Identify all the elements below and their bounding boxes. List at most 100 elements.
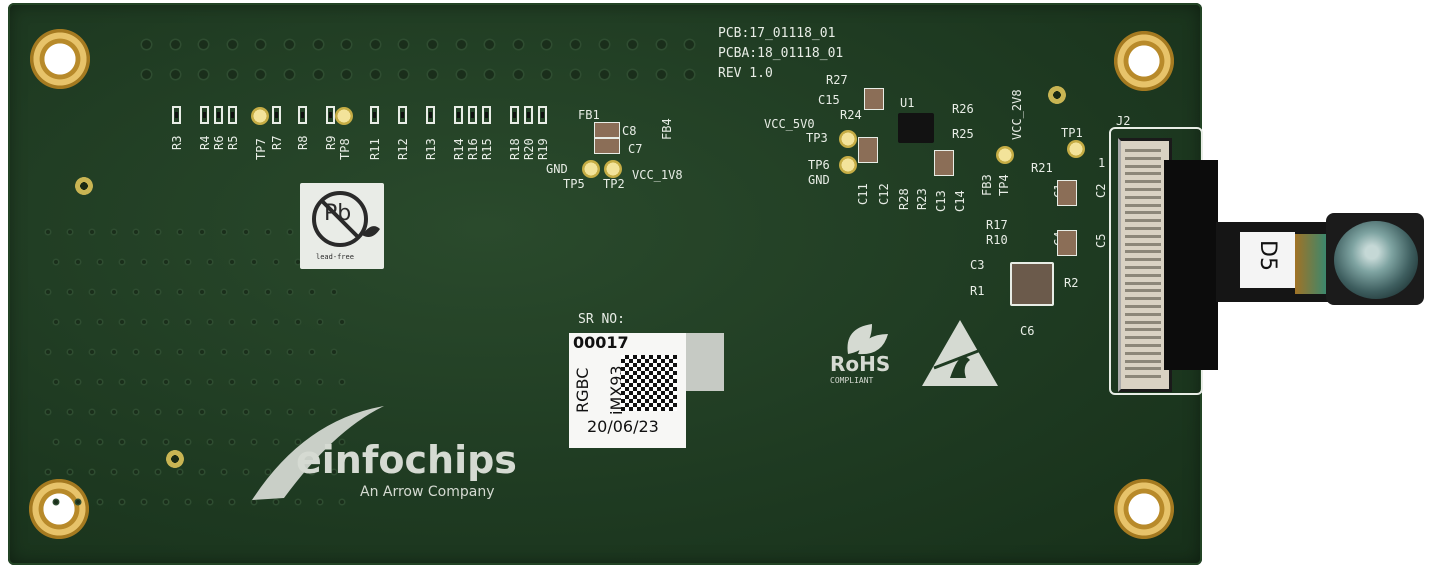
- header-pin: [456, 70, 466, 79]
- header-pin: [428, 70, 437, 79]
- rohs-compliant-text: COMPLIANT: [830, 376, 874, 385]
- via: [208, 380, 212, 384]
- header-pin: [485, 40, 495, 49]
- mounting-hole-top-left: [29, 28, 91, 90]
- connector-pin: [1125, 266, 1161, 269]
- ref-label-c11: C11: [856, 183, 870, 205]
- flex-copper: [1295, 234, 1329, 294]
- ref-label-r19: R19: [536, 138, 550, 160]
- header-pin: [142, 40, 151, 49]
- via: [120, 260, 124, 264]
- test-point-tp4: [996, 146, 1014, 164]
- via: [164, 320, 168, 324]
- ref-label-vcc_1v8: VCC_1V8: [632, 168, 683, 182]
- via: [98, 500, 102, 504]
- via: [200, 350, 204, 354]
- via: [288, 410, 292, 414]
- via: [252, 380, 256, 384]
- ref-label-r14: R14: [452, 138, 466, 160]
- via: [98, 440, 102, 444]
- header-pin: [256, 40, 266, 49]
- via: [340, 500, 344, 504]
- connector-pin: [1125, 234, 1161, 238]
- via: [156, 230, 160, 234]
- ref-label-r25: R25: [952, 127, 974, 141]
- via: [156, 290, 160, 294]
- connector-pin: [1125, 195, 1161, 199]
- brand-tagline: An Arrow Company: [360, 484, 495, 500]
- ref-label-c6: C6: [1020, 324, 1035, 338]
- via: [274, 260, 278, 264]
- via: [68, 410, 72, 414]
- via: [266, 350, 270, 354]
- ref-label-r9: R9: [324, 135, 338, 150]
- via: [164, 380, 168, 384]
- via: [266, 410, 270, 414]
- ref-label-r8: R8: [296, 135, 310, 150]
- pcb-part-number: PCB:17_01118_01: [718, 26, 836, 41]
- ref-label-tp7: TP7: [254, 138, 268, 160]
- via: [134, 230, 138, 234]
- via: [46, 350, 50, 354]
- via: [134, 290, 138, 294]
- via: [296, 320, 300, 324]
- ref-label-r20: R20: [522, 138, 536, 160]
- brand-name: einfochips: [296, 438, 517, 482]
- ref-label-vcc_5v0: VCC_5V0: [764, 117, 815, 131]
- via: [332, 410, 336, 414]
- via: [208, 260, 212, 264]
- connector-pin: [1125, 281, 1161, 285]
- ref-label-fb1: FB1: [578, 108, 600, 122]
- ref-label-r2: R2: [1064, 276, 1079, 290]
- via: [244, 410, 248, 414]
- via: [134, 470, 138, 474]
- via: [178, 410, 182, 414]
- resistor-r20: [524, 106, 533, 124]
- via: [208, 440, 212, 444]
- resistor-r11: [370, 106, 379, 124]
- label-tab: [686, 333, 724, 391]
- connector-pin: [1125, 219, 1161, 223]
- header-pin: [142, 70, 151, 79]
- solder-pad: [1048, 86, 1066, 104]
- mounting-hole-top-right: [1113, 30, 1175, 92]
- via: [186, 260, 190, 264]
- via: [266, 470, 270, 474]
- header-pin: [227, 40, 237, 49]
- regulator-ic: [1010, 262, 1054, 306]
- header-pin: [656, 70, 666, 79]
- header-pin: [199, 40, 209, 49]
- revision-text: REV 1.0: [718, 66, 773, 81]
- header-pin: [599, 40, 609, 49]
- ref-label-r5: R5: [226, 135, 240, 150]
- resistor-r12: [398, 106, 407, 124]
- via: [318, 500, 322, 504]
- connector-pin: [1125, 305, 1161, 308]
- test-point-tp5: [582, 160, 600, 178]
- header-pin: [199, 70, 209, 79]
- header-pin: [599, 70, 609, 79]
- ref-label-r13: R13: [424, 138, 438, 160]
- via: [296, 500, 300, 504]
- test-point-tp2: [604, 160, 622, 178]
- via: [112, 350, 116, 354]
- connector-pin: [1125, 320, 1161, 324]
- resistor-r4: [200, 106, 209, 124]
- via: [76, 260, 80, 264]
- camera-flex-label: D5: [1240, 232, 1295, 288]
- via: [186, 320, 190, 324]
- connector-pin: [1125, 367, 1161, 371]
- header-pin: [656, 40, 666, 49]
- ref-label-tp6: TP6: [808, 158, 830, 172]
- ref-label-r27: R27: [826, 73, 848, 87]
- serial-number-label: SR NO:: [578, 312, 625, 327]
- connector-pin: [1125, 312, 1161, 316]
- header-pin: [313, 40, 323, 49]
- capacitor-c1: [1057, 180, 1077, 206]
- ref-label-r6: R6: [212, 135, 226, 150]
- lead-free-text: lead-free: [316, 253, 354, 261]
- header-pin: [571, 40, 580, 49]
- via: [54, 260, 58, 264]
- capacitor-c4: [1057, 230, 1077, 256]
- via: [244, 230, 248, 234]
